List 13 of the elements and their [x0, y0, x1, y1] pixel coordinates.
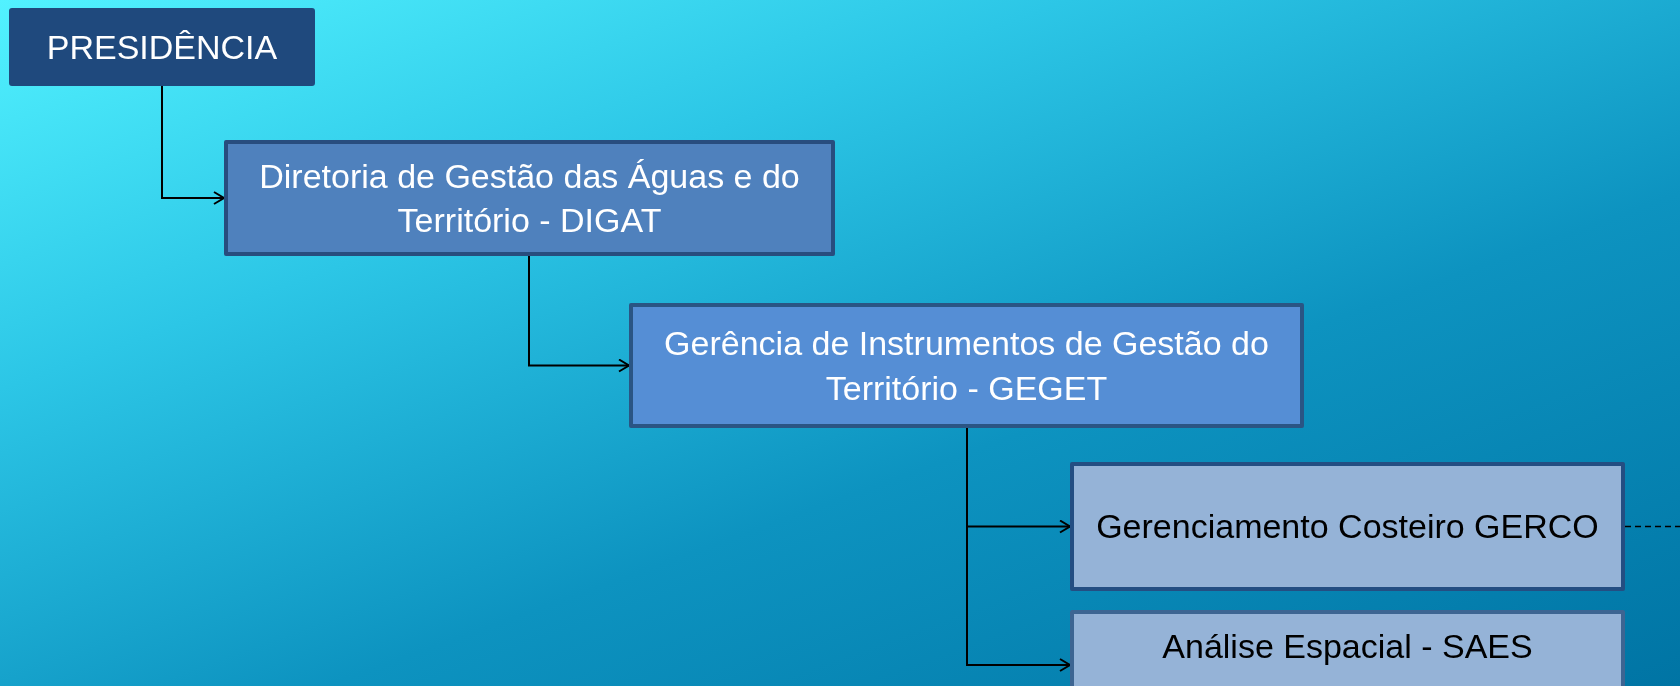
dashed-line	[1624, 525, 1680, 528]
box-label: Gerenciamento Costeiro GERCO	[1096, 506, 1599, 548]
org-box	[9, 8, 315, 86]
arrow	[528, 255, 630, 373]
box-label: Gerência de Instrumentos de Gestão do Território - GEGET	[663, 323, 1270, 409]
box-label: Diretoria de Gestão das Águas e do Território - DIGAT	[258, 155, 801, 241]
org-box	[1070, 462, 1625, 591]
box-label: Análise Espacial - SAES	[1162, 626, 1533, 667]
org-box	[629, 303, 1304, 428]
arrow	[966, 427, 1071, 672]
org-box	[224, 140, 835, 256]
box-label: PRESIDÊNCIA	[46, 26, 278, 68]
arrow	[161, 85, 225, 205]
